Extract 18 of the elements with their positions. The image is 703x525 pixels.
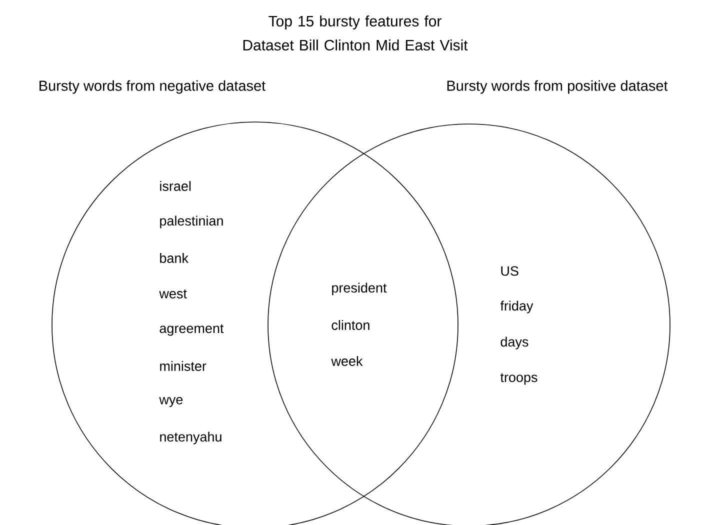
word-label: west [159, 290, 187, 298]
word-label: agreement [160, 324, 224, 336]
word-label: week [331, 356, 363, 366]
word-label: president [332, 282, 387, 296]
circle-heading: Bursty words from negative dataset [40, 80, 266, 94]
word-label: US [501, 266, 518, 276]
word-label: bank [160, 253, 188, 263]
word-label: minister [160, 361, 206, 371]
word-label: palestinian [160, 216, 223, 228]
word-label: troops [500, 373, 538, 385]
word-label: days [500, 336, 528, 350]
word-label: netenyahu [160, 432, 222, 444]
word-label: clinton [332, 320, 370, 330]
word-label: friday [500, 300, 534, 314]
title: Top 15 bursty features for Dataset Bill Clinton Mid East Visit [243, 16, 468, 50]
circle-heading: Bursty words from positive dataset [447, 80, 668, 94]
word-label: israel [160, 181, 191, 191]
word-label: wye [159, 396, 183, 408]
